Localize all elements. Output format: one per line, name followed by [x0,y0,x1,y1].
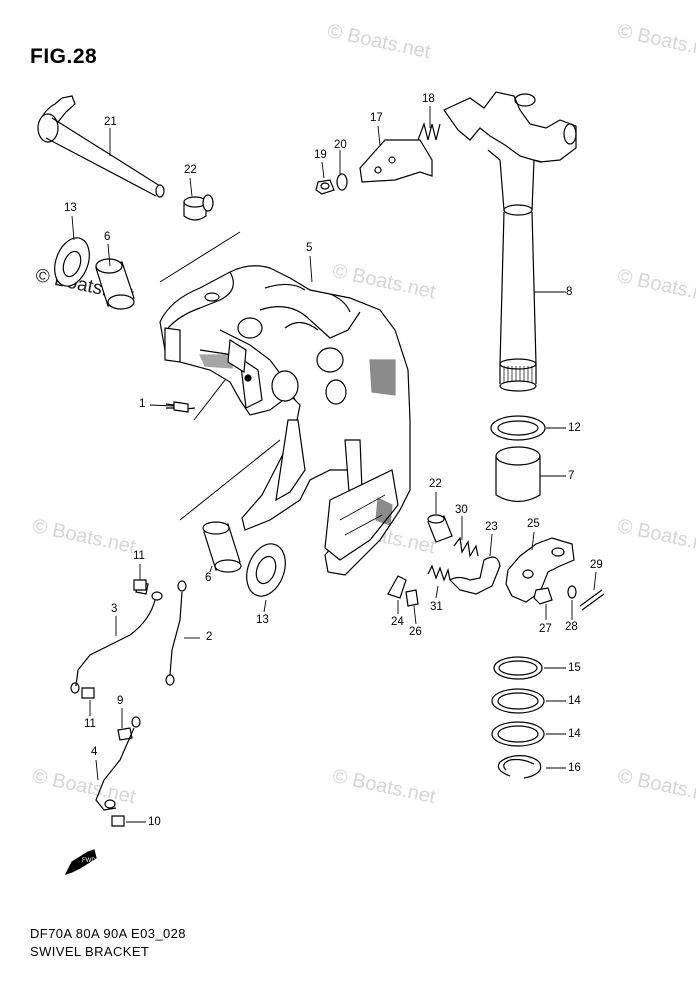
callout-22b: 22 [429,478,442,490]
callout-21: 21 [104,116,117,128]
part-10-screw [111,815,125,827]
part-8-steering-shaft [443,91,577,392]
callout-28: 28 [565,621,578,633]
callout-13: 13 [64,202,77,214]
callout-2: 2 [206,631,213,643]
part-14b-ring [491,721,545,747]
callout-1: 1 [139,398,146,410]
callout-20: 20 [334,139,347,151]
callout-14: 14 [568,695,581,707]
part-5-swivel-bracket [159,265,411,576]
part-20-washer [336,173,348,191]
callout-4: 4 [91,746,98,758]
part-27-nut [533,587,553,605]
model-code: DF70A 80A 90A E03_028 [30,926,186,941]
assembly-title: SWIVEL BRACKET [30,944,150,959]
callout-23: 23 [485,521,498,533]
part-6b-bushing [202,521,242,573]
part-26-screw [405,589,419,607]
callout-19: 19 [314,149,327,161]
part-14-ring [491,688,545,714]
callout-29: 29 [590,559,603,571]
part-9-screw [117,727,133,741]
part-19-nut [315,179,335,195]
callout-12: 12 [568,422,581,434]
callout-13b: 13 [256,614,269,626]
callout-10: 10 [148,816,161,828]
callout-11: 11 [133,550,145,562]
callout-16: 16 [568,762,581,774]
part-30-spring [453,536,479,558]
part-29-pin [579,589,605,611]
callout-8: 8 [566,286,573,298]
callout-25: 25 [527,518,540,530]
callout-15: 15 [568,662,581,674]
callout-31: 31 [430,601,443,613]
part-22b-bushing [427,514,453,543]
part-7-bushing [495,446,541,503]
callout-17: 17 [370,112,383,124]
part-22-bushing [183,194,214,221]
callout-6: 6 [104,231,111,243]
part-13-washer [54,237,90,287]
callout-18: 18 [422,93,435,105]
callout-5: 5 [306,242,313,254]
callout-14b: 14 [568,728,581,740]
part-23-lever [449,556,501,595]
part-2-ground-wire [165,580,187,686]
part-1-grease-nipple [165,401,189,413]
part-11-screw [133,579,147,591]
part-6-bushing [95,258,135,310]
part-18-spring [417,121,441,141]
part-12-washer [490,415,546,441]
figure-title: FIG.28 [30,45,98,68]
fwd-label: FWD [82,858,96,864]
fwd-arrow-icon: FWD [64,849,97,876]
callout-3: 3 [111,603,118,615]
callout-6b: 6 [205,572,212,584]
part-21-shaft [37,95,165,198]
part-17-bracket [359,139,433,183]
part-11b-screw [81,687,95,699]
part-4-ground-wire [95,716,141,811]
part-13b-washer [246,543,286,597]
callout-9: 9 [117,695,124,707]
callout-11b: 11 [84,718,96,730]
part-16-snap-ring [497,755,542,779]
callout-leaders [71,106,597,823]
part-15-ring [493,656,543,680]
part-24-plate [387,575,407,599]
callout-7: 7 [568,470,575,482]
callout-22: 22 [184,164,197,176]
callout-27: 27 [539,623,552,635]
callout-26: 26 [409,626,422,638]
callout-24: 24 [391,616,404,628]
part-3-ground-wire [70,581,163,694]
callout-30: 30 [455,504,468,516]
part-31-spring [427,564,451,582]
part-25-tilt-lever [505,537,575,603]
part-28-washer [567,585,577,599]
